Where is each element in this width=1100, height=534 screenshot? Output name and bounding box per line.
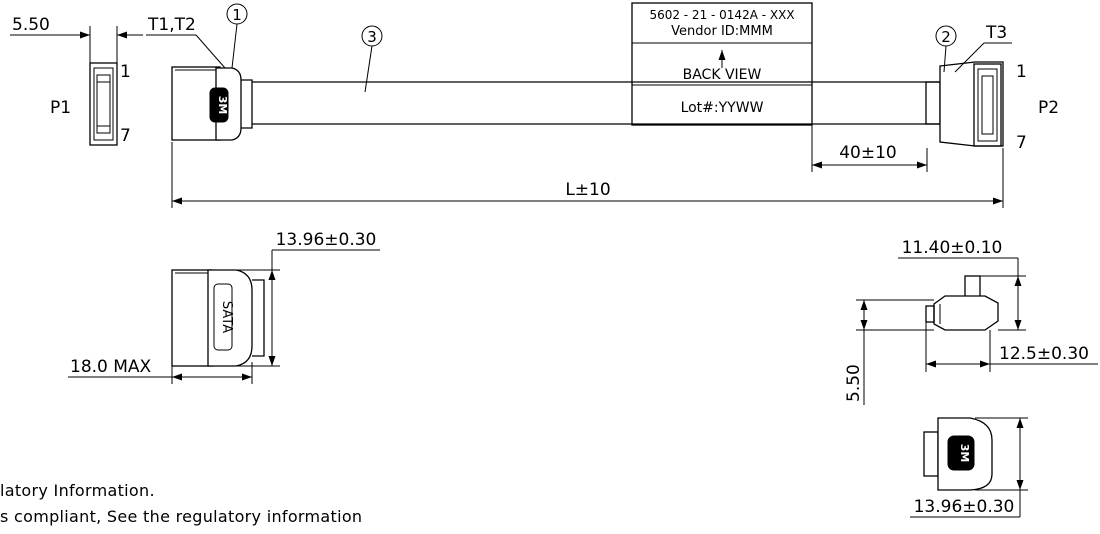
length-dimension: L±10	[171, 142, 1004, 208]
svg-text:13.96±0.30: 13.96±0.30	[276, 230, 377, 250]
p1-dimension: 5.50	[10, 15, 143, 63]
p1-width-dimension: 5.50	[12, 15, 50, 35]
svg-text:11.40±0.10: 11.40±0.10	[902, 238, 1003, 258]
p2-pin-7-label: 7	[1016, 133, 1027, 153]
right-width-dimension: 11.40±0.10	[898, 238, 1026, 331]
svg-text:2: 2	[941, 28, 951, 46]
callout-2: 2	[935, 25, 957, 73]
note-line-2: s compliant, See the regulatory informat…	[0, 507, 362, 526]
note-line-1: latory Information.	[0, 481, 155, 500]
svg-text:12.5±0.30: 12.5±0.30	[999, 344, 1089, 364]
svg-text:40±10: 40±10	[839, 143, 897, 163]
right-offset-dimension: 5.50	[844, 299, 934, 405]
left-connector-detail: SATA	[171, 269, 265, 367]
left-logo-text: 3M	[216, 96, 229, 115]
p1-pin-1-label: 1	[120, 62, 131, 82]
right-logo-text: 3M	[958, 444, 971, 463]
cable-label-box: 5602 - 21 - 0142A - XXX Vendor ID:MMM BA…	[631, 2, 813, 126]
svg-text:13.96±0.30: 13.96±0.30	[914, 497, 1015, 517]
svg-text:18.0 MAX: 18.0 MAX	[70, 357, 152, 377]
t1-t2-label: T1,T2	[147, 15, 196, 35]
t3-label: T3	[985, 23, 1007, 43]
right-side-detail	[925, 275, 999, 331]
label-lot-code: Lot#:YYWW	[681, 100, 764, 116]
connector-length-dimension: 18.0 MAX	[68, 357, 253, 384]
svg-text:3: 3	[367, 28, 377, 46]
svg-text:L±10: L±10	[565, 180, 610, 200]
p2-label: P2	[1038, 98, 1059, 118]
label-offset-dimension: 40±10	[811, 125, 928, 172]
svg-text:5.50: 5.50	[844, 364, 864, 402]
connector-height-left-dimension: 13.96±0.30	[237, 230, 380, 367]
label-part-number: 5602 - 21 - 0142A - XXX	[649, 8, 794, 22]
callout-3: 3	[361, 25, 383, 93]
sata-text: SATA	[219, 301, 234, 333]
p1-connector-face	[89, 62, 118, 146]
p1-pin-7-label: 7	[120, 126, 131, 146]
p1-label: P1	[50, 98, 71, 118]
svg-text:1: 1	[232, 6, 242, 24]
right-front-detail: 3M	[923, 417, 993, 491]
p2-pin-1-label: 1	[1016, 62, 1027, 82]
label-vendor-id: Vendor ID:MMM	[671, 24, 773, 39]
callout-1: 1	[226, 3, 248, 69]
left-connector-side: 3M	[171, 66, 253, 141]
right-connector-side	[925, 61, 1004, 147]
label-back-view: BACK VIEW	[683, 67, 762, 83]
connector-height-right-dimension: 13.96±0.30	[910, 417, 1028, 518]
